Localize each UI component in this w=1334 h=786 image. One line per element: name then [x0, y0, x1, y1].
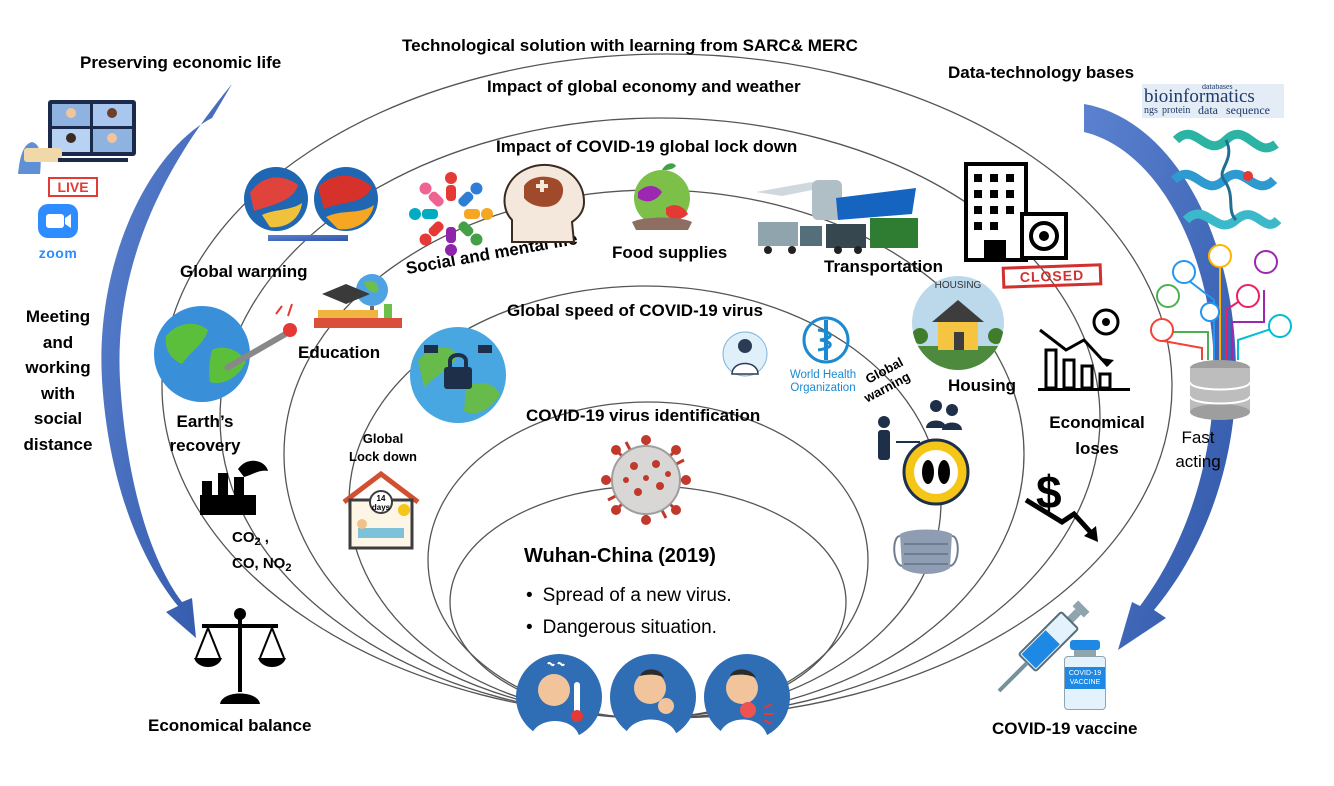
- protein-icon: [1170, 129, 1282, 230]
- economic-chart-icon: [1038, 308, 1130, 391]
- transportation-label: Transportation: [824, 257, 944, 276]
- economy-ring-label: Impact of global economy and weather: [487, 77, 801, 96]
- symptom-cough-icon: [610, 654, 696, 742]
- transport-icon: [756, 180, 918, 254]
- origin-point: Spread of a new virus.: [526, 580, 732, 612]
- economical-balance-label: Economical balance: [148, 716, 312, 735]
- covid-vaccine-label: COVID-19 vaccine: [992, 719, 1138, 738]
- lockdown-ring-label: Impact of COVID-19 global lock down: [496, 137, 798, 156]
- emissions-label: CO2 , CO, NO2: [232, 529, 292, 574]
- house-drawing-icon: [912, 300, 1004, 370]
- wordcloud-word: databases: [1202, 84, 1233, 91]
- food-icon: [632, 163, 692, 230]
- left-arrow: [101, 84, 232, 638]
- lockdown-globe-icon: [410, 327, 506, 423]
- wordcloud-word: ngs: [1144, 105, 1158, 116]
- brain-icon: [503, 164, 586, 243]
- vial-cap: [1070, 640, 1100, 650]
- zoom-camera-icon: [38, 204, 78, 238]
- origin-points: Spread of a new virus. Dangerous situati…: [526, 580, 732, 644]
- earth-thermometer-icon: [154, 303, 297, 402]
- live-badge: LIVE: [57, 179, 89, 195]
- weather-globes-icon: [244, 167, 378, 241]
- food-supplies-label: Food supplies: [612, 243, 728, 262]
- identification-ring-label: COVID-19 virus identification: [526, 406, 761, 425]
- education-label: Education: [298, 343, 381, 362]
- people-circle-icon: [409, 172, 493, 256]
- right-arrow: [1084, 104, 1237, 650]
- database-icon: [1150, 244, 1292, 420]
- live-icon: LIVE: [48, 177, 98, 197]
- building-icon: [964, 162, 1068, 262]
- wordcloud-word: data: [1198, 103, 1218, 117]
- vial-neck: [1074, 650, 1096, 656]
- education-icon: [314, 274, 402, 328]
- wordcloud-word: sequence: [1226, 103, 1270, 117]
- wordcloud-icon: databases bioinformatics ngs protein dat…: [1142, 84, 1284, 118]
- housing-sign-text: HOUSING: [934, 280, 982, 291]
- zoom-label: zoom: [38, 245, 78, 261]
- social-distance-icon: [878, 400, 970, 506]
- data-technology-label: Data-technology bases: [948, 63, 1135, 82]
- speed-ring-label: Global speed of COVID-19 virus: [507, 301, 764, 320]
- dollar-down-icon: $: [1024, 466, 1098, 542]
- factory-icon: [200, 460, 268, 515]
- scales-icon: [194, 608, 286, 704]
- video-meeting-icon: [18, 100, 136, 174]
- closed-sign-text: CLOSED: [1019, 266, 1085, 286]
- preserving-label: Preserving economic life: [80, 53, 282, 72]
- closed-sign-icon: CLOSED: [1001, 263, 1103, 289]
- lockdown-house-icon: [342, 470, 420, 550]
- mask-icon: [893, 529, 959, 574]
- house-icon: HOUSING: [912, 276, 1004, 370]
- symptom-throat-icon: [704, 654, 790, 742]
- syringe-icon: [997, 600, 1090, 693]
- wordcloud-word: protein: [1162, 105, 1191, 116]
- origin-point: Dangerous situation.: [526, 612, 732, 644]
- virus-icon: [601, 435, 691, 525]
- wordcloud-word: bioinformatics: [1144, 86, 1255, 107]
- doctor-icon: [722, 331, 768, 377]
- outer-ring-label: Technological solution with learning fro…: [402, 36, 858, 55]
- global-warming-label: Global warming: [180, 262, 308, 281]
- who-emblem-icon: [802, 316, 850, 364]
- zoom-icon: zoom: [30, 202, 86, 262]
- origin-title: Wuhan-China (2019): [524, 545, 716, 567]
- housing-label: Housing: [948, 376, 1016, 395]
- symptom-fever-icon: [516, 654, 602, 742]
